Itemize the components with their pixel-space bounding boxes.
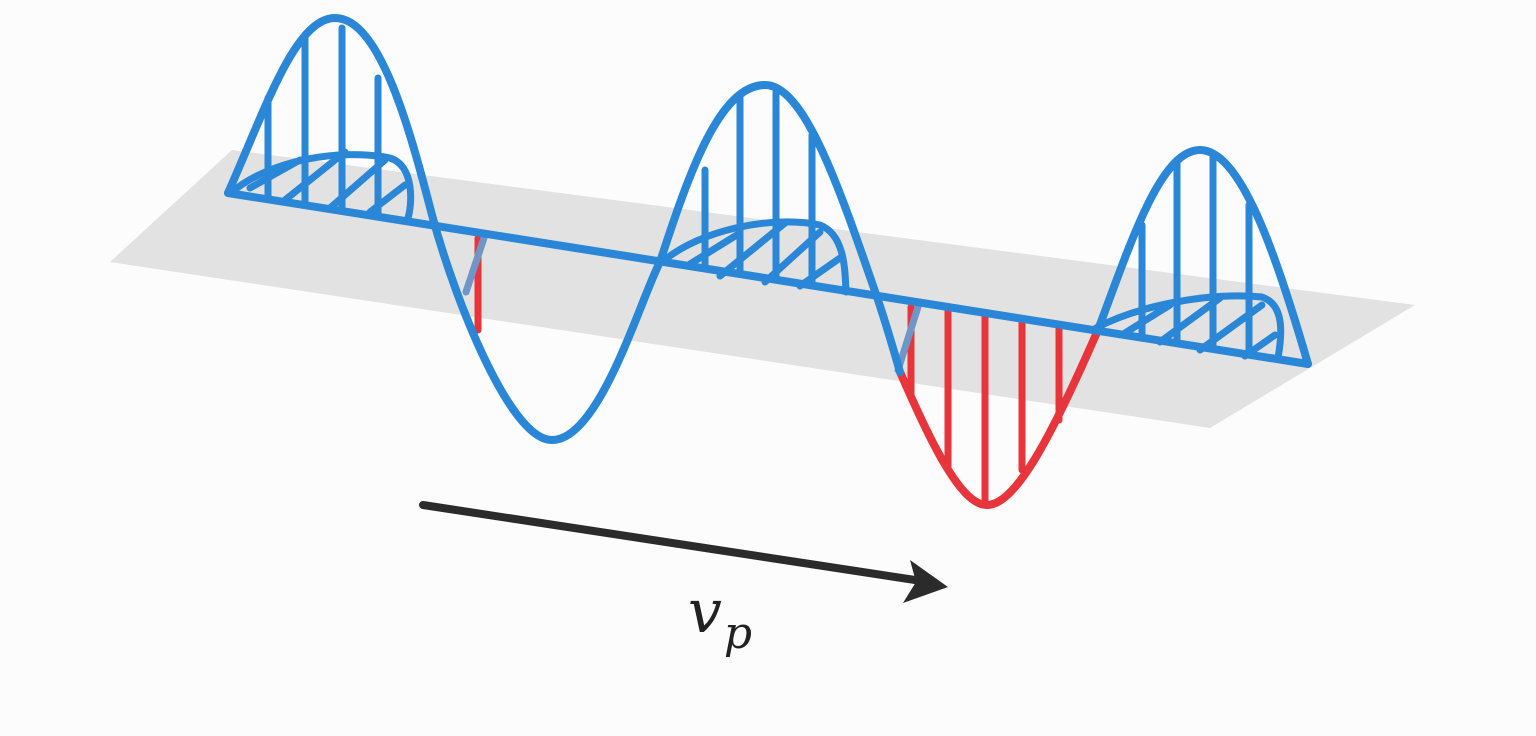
- wave-lobe-5: [1092, 151, 1285, 362]
- wave-lobe-1: [228, 24, 415, 222]
- propagation-axis: [224, 189, 1312, 368]
- wave-curve-end: [1094, 145, 1312, 368]
- wave-curve: [224, 13, 904, 445]
- phase-velocity-label: vp: [688, 582, 752, 656]
- label-main: v: [688, 577, 722, 647]
- wave-lobe-4-highlighted: [894, 303, 1063, 504]
- arrowhead-icon: [903, 560, 948, 603]
- wave-lobe-2: [462, 234, 627, 442]
- label-subscript: p: [723, 608, 753, 659]
- wave-lobe-4-curve: [896, 326, 1102, 510]
- wave-lobe-3: [658, 88, 850, 296]
- velocity-arrow: [419, 501, 948, 603]
